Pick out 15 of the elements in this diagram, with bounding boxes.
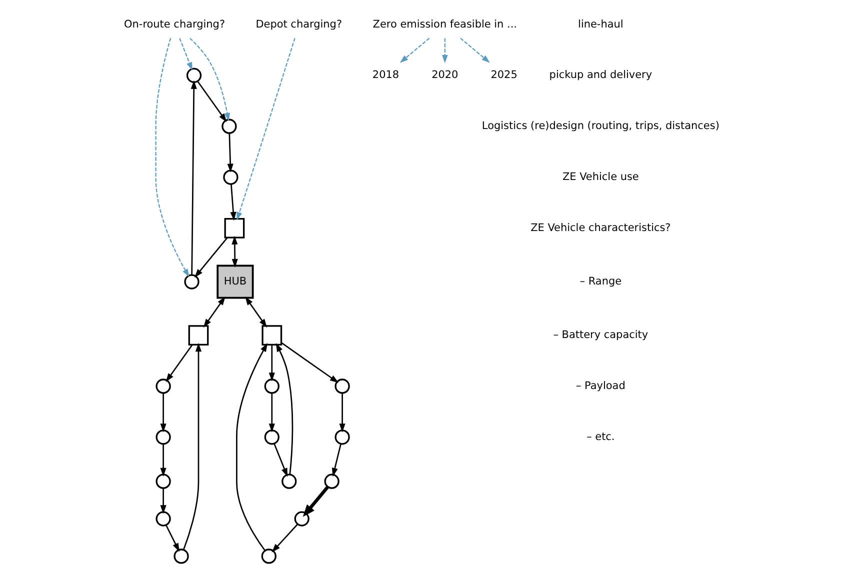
node-text: Zero emission feasible in ... <box>372 18 518 30</box>
node-text: On-route charging? <box>124 18 226 30</box>
node-text: Depot charging? <box>256 18 342 30</box>
label: pickup and delivery <box>549 69 652 82</box>
label: – Payload <box>576 380 626 392</box>
label: – Battery capacity <box>553 329 648 342</box>
label: Logistics (re)design (routing, trips, distances) <box>482 120 720 132</box>
label: ZE Vehicle characteristics? <box>530 222 671 234</box>
node-text: 2018 <box>372 69 400 82</box>
label: – Range <box>580 276 622 288</box>
node-text: 2025 <box>490 69 518 82</box>
node-text: 2020 <box>432 69 458 82</box>
label: line-haul <box>578 18 624 30</box>
label: ZE Vehicle use <box>562 171 639 184</box>
label: – etc. <box>586 430 615 443</box>
